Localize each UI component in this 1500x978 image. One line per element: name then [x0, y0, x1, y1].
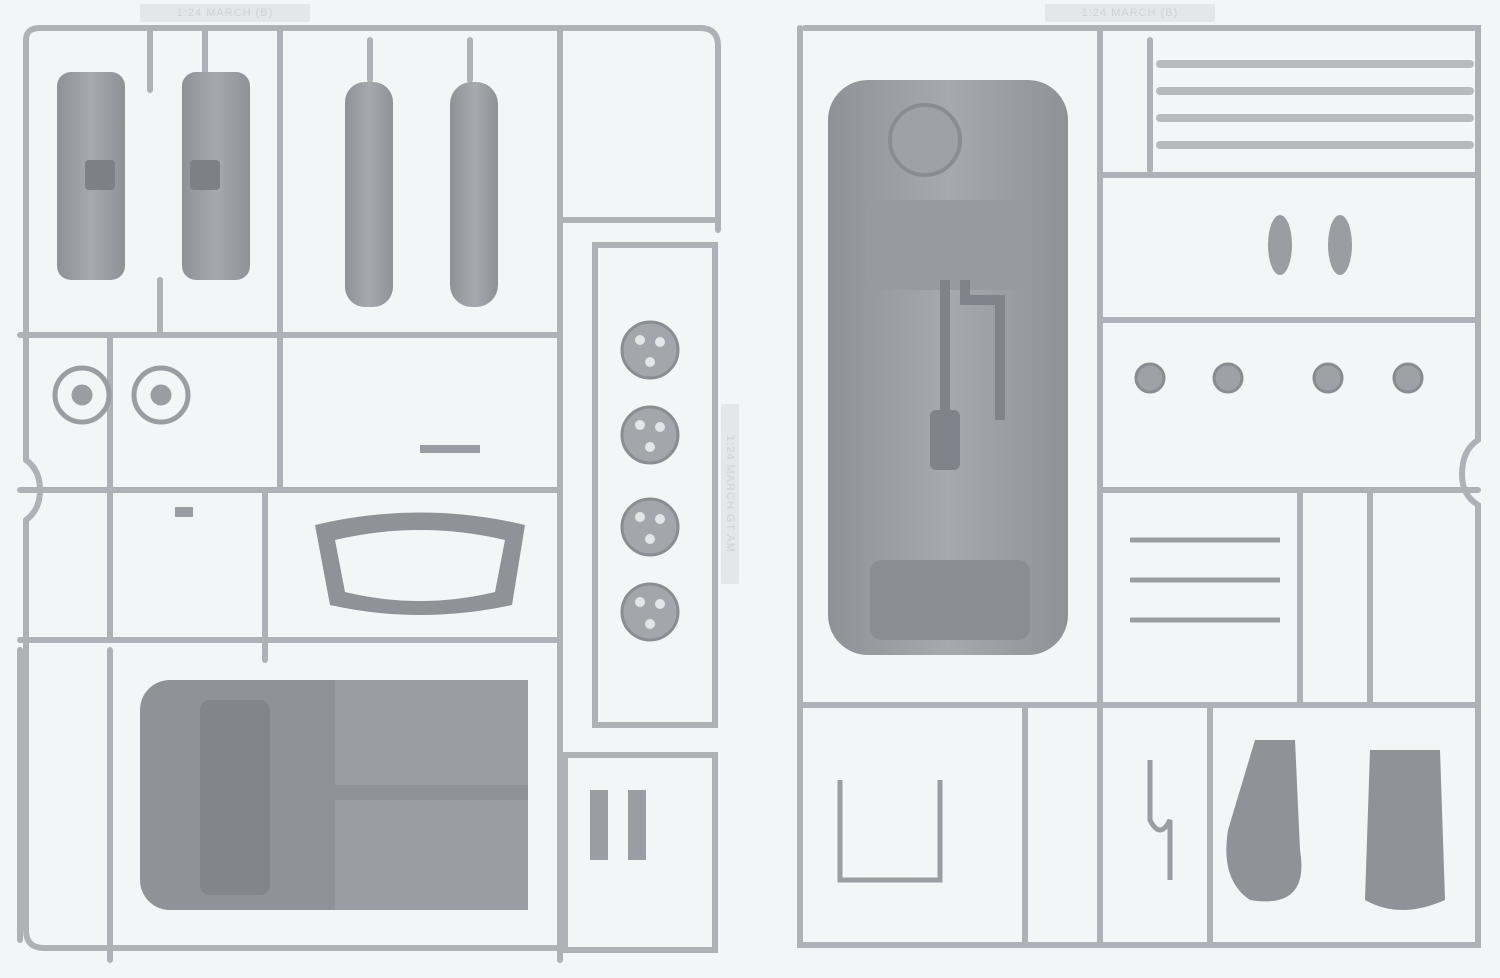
left-sprue-side-label: 1:24 MARCH GT AM — [721, 404, 739, 584]
left-sprue — [17, 25, 721, 963]
brake-discs — [1134, 362, 1424, 394]
seats — [1226, 740, 1445, 910]
drive-shafts — [1156, 60, 1474, 149]
right-sprue-label: 1:24 MARCH (B) — [1045, 4, 1215, 22]
window-frame — [315, 512, 525, 615]
steering-wheels — [52, 365, 191, 425]
left-sprue-label: 1:24 MARCH (B) — [140, 4, 310, 22]
wheel-hubs — [620, 320, 680, 642]
interior-tub — [140, 680, 528, 910]
small-parts — [175, 445, 646, 860]
chassis-underbody — [828, 80, 1068, 655]
bumpers — [345, 82, 498, 307]
suspension — [837, 537, 1280, 883]
right-sprue — [797, 25, 1481, 948]
mirrors — [1268, 215, 1352, 275]
door-panels — [57, 72, 250, 280]
